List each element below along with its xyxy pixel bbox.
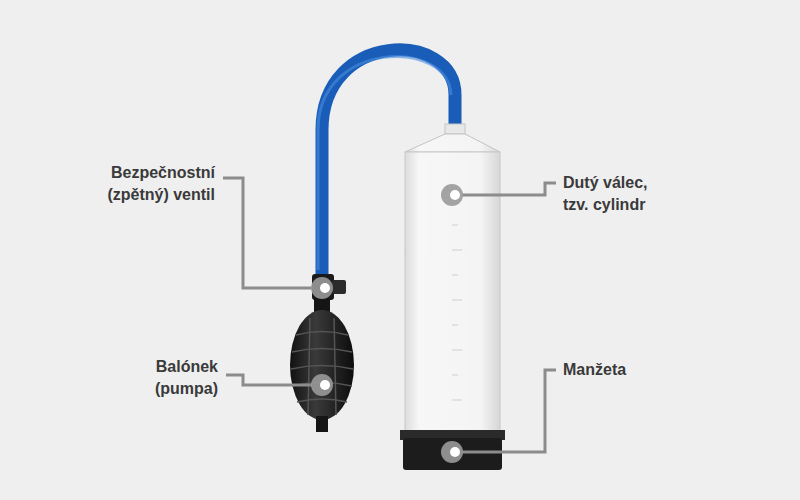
part-label: Balónek (pumpa) xyxy=(128,356,218,400)
valve-body xyxy=(312,274,334,300)
valve-knob xyxy=(332,280,346,294)
bulb-ridges xyxy=(291,318,353,415)
bulb-outlet xyxy=(316,416,328,432)
part-markers xyxy=(311,184,463,463)
scale-marks xyxy=(452,200,462,400)
bulb xyxy=(290,310,354,420)
part-label: Dutý válec, tzv. cylindr xyxy=(563,172,673,216)
bulb-neck xyxy=(314,298,330,312)
cylinder-nozzle xyxy=(445,124,465,134)
leader-lines xyxy=(223,178,556,452)
part-label: Bezpečnostní (zpětný) ventil xyxy=(100,162,215,206)
cylinder-top xyxy=(405,134,500,152)
cuff xyxy=(403,438,502,470)
part-label: Manžeta xyxy=(563,359,683,381)
